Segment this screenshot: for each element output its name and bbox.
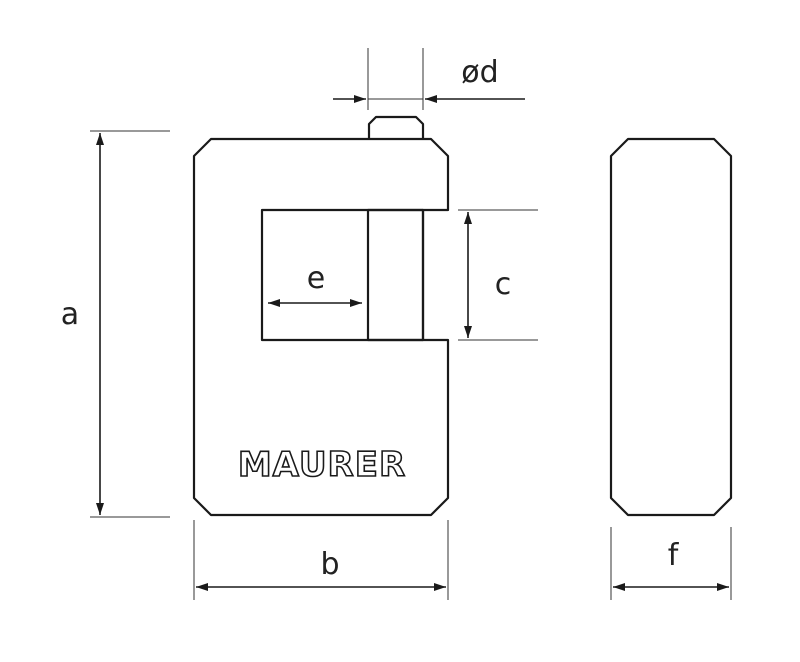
dimension-d [333,48,525,110]
dimension-c-label: c [495,267,512,302]
dimension-f [610,527,732,600]
brand-logo: MAURER [238,445,406,485]
shackle-stub [367,115,425,139]
dimension-f-label: f [668,538,680,573]
padlock-side-view [609,137,733,517]
dimension-a [90,130,170,518]
padlock-front-view [192,115,450,517]
padlock-bolt [366,208,425,342]
dimension-a-label: a [61,297,79,332]
dimension-b [193,520,449,600]
dimension-d-label: ød [461,55,498,90]
dimension-b-label: b [320,547,339,582]
dimension-c [458,209,538,341]
dimension-e-label: e [307,261,325,296]
padlock-body-outline [192,137,450,517]
padlock-opening [260,208,423,342]
